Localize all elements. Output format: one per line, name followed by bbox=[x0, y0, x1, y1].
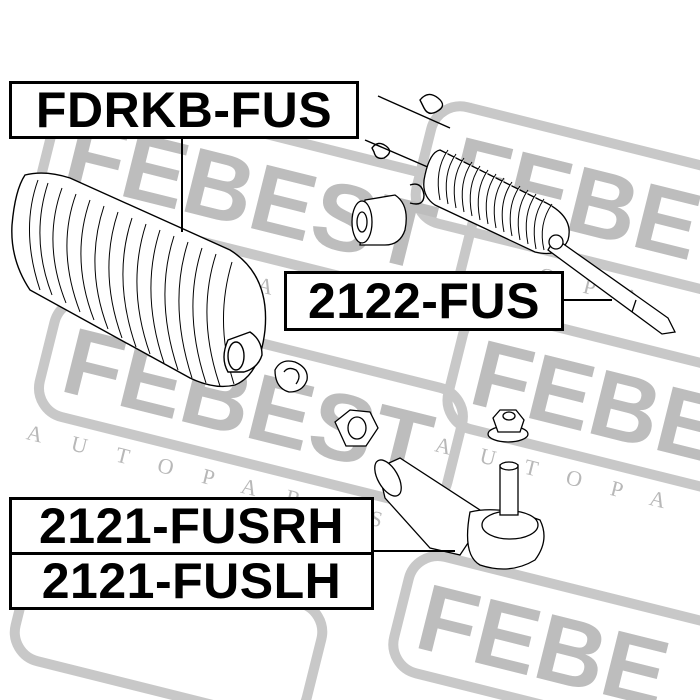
part-label-boot: FDRKB-FUS bbox=[9, 81, 359, 139]
leader-lines bbox=[181, 138, 612, 552]
part-number-boot: FDRKB-FUS bbox=[35, 82, 333, 138]
part-label-tie-rod-end-lh: 2121-FUSLH bbox=[9, 552, 374, 610]
part-number-tie-rod-end-lh: 2121-FUSLH bbox=[41, 553, 342, 609]
part-label-tie-rod: 2122-FUS bbox=[284, 271, 564, 331]
part-label-tie-rod-end-rh: 2121-FUSRH bbox=[9, 497, 374, 555]
rack-housing-drawing bbox=[364, 93, 451, 205]
hex-nut-left-drawing bbox=[334, 409, 379, 447]
febest-watermark-middle-right: FEBE AUTOPA bbox=[433, 306, 700, 520]
part-number-tie-rod: 2122-FUS bbox=[308, 273, 540, 329]
clamp-drawing bbox=[274, 360, 308, 393]
tie-rod-end-drawing bbox=[374, 457, 545, 570]
large-boot-drawing bbox=[11, 172, 267, 388]
febest-watermark-bottom: FEBE bbox=[388, 551, 700, 700]
bushing-drawing bbox=[351, 194, 407, 246]
rack-boot-drawing bbox=[423, 149, 570, 255]
tie-rod-drawing bbox=[547, 234, 676, 335]
part-number-tie-rod-end-rh: 2121-FUSRH bbox=[38, 498, 345, 554]
flange-nut-drawing bbox=[487, 409, 529, 443]
